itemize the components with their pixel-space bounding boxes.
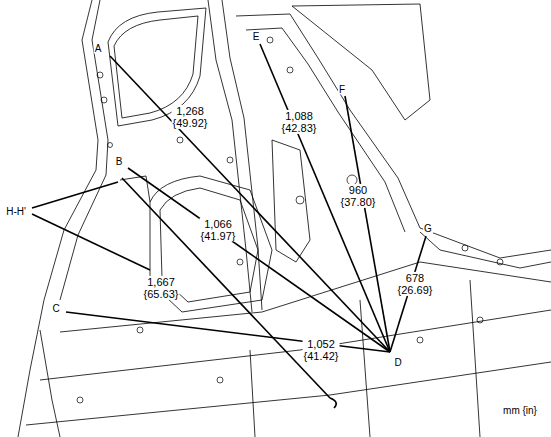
unit-note: mm {in} [502,405,538,416]
point-letter: E [252,31,261,42]
body-outline [18,0,551,437]
point-letter: B [115,156,124,167]
section-label: H-H' [5,206,27,217]
dimension-value: 1,066 {41.97} [200,218,237,242]
dimension-value: 1,268 {49.92} [172,105,209,129]
body-holes [77,37,503,403]
dimension-value: 1,088 {42.83} [281,110,318,134]
leader-lines [32,44,426,408]
point-letter: C [51,303,60,314]
dimension-value: 1,052 {41.42} [303,338,340,362]
point-letter: A [94,43,103,54]
point-letter: G [423,223,433,234]
point-letter: F [338,84,346,95]
dimension-value: 1,667 {65.63} [143,276,180,300]
dimension-value: 678 {26.69} [397,272,434,296]
point-letter: D [393,357,402,368]
dimension-value: 960 {37.80} [340,184,377,208]
